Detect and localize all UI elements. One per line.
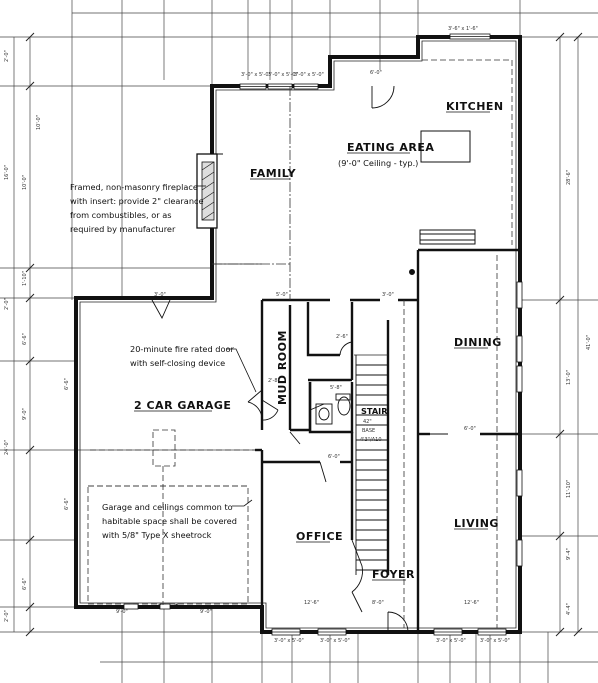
fireplace-note: Framed, non-masonry fireplace with inser… bbox=[70, 182, 206, 234]
note-fire-door-1: 20-minute fire rated door bbox=[130, 344, 234, 354]
dim-garage-inner-2: 6'-6" bbox=[64, 498, 70, 510]
dim-bottom-seg-2: 8'-0" bbox=[372, 600, 384, 606]
note-garage-2: habitable space shall be covered bbox=[102, 516, 237, 526]
doors bbox=[151, 85, 448, 633]
fireplace bbox=[196, 153, 223, 229]
dim-left-total-2: 24'-0" bbox=[4, 440, 10, 455]
dim-bottom-window-4: 3'-0" x 5'-0" bbox=[480, 638, 510, 644]
dim-garage-bottom-2: 9'-0" bbox=[200, 609, 212, 615]
note-fireplace-2: with insert: provide 2" clearance bbox=[70, 196, 204, 206]
right-dimensions: 28'-6" 13'-0" 11'-10" 9'-4" 4'-4" 41'-0" bbox=[566, 170, 592, 615]
dim-right-total: 41'-0" bbox=[586, 335, 592, 350]
interior-walls bbox=[212, 248, 520, 632]
dim-mud-door: 2'-8" bbox=[268, 378, 280, 384]
room-labels: KITCHEN EATING AREA (9'-0" Ceiling - typ… bbox=[134, 100, 504, 581]
kitchen-range bbox=[419, 229, 476, 245]
dim-closet: 2'-6" bbox=[336, 334, 348, 340]
room-foyer: FOYER bbox=[372, 568, 415, 581]
note-fireplace-4: required by manufacturer bbox=[70, 224, 176, 234]
kitchen-fixtures bbox=[409, 130, 476, 275]
dim-left-3: 1'-10" bbox=[22, 271, 28, 286]
kitchen-island bbox=[420, 130, 471, 163]
note-fireplace-1: Framed, non-masonry fireplace bbox=[70, 182, 198, 192]
dim-pantry: 5'-8" bbox=[330, 385, 342, 391]
dim-garage-bottom-1: 9'-0" bbox=[116, 609, 128, 615]
stair-treads bbox=[355, 355, 388, 575]
garage-ceiling-note: Garage and ceilings common to habitable … bbox=[102, 499, 253, 540]
dim-left-total-1: 16'-0" bbox=[4, 165, 10, 180]
dashed-lines bbox=[87, 59, 513, 628]
left-dimensions: 2'-0" 10'-0" 1'-10" 2'-0" 6'-6" 9'-0" 6'… bbox=[4, 50, 70, 622]
right-windows bbox=[516, 281, 523, 567]
interior-dimensions: 3'-0" 5'-0" 3'-0" 2'-8" 2'-6" 5'-8" 6'-0… bbox=[116, 292, 479, 615]
note-garage-3: with 5/8" Type X sheetrock bbox=[102, 530, 212, 540]
stair-label-2: 42" bbox=[363, 419, 372, 425]
dim-foyer-door: 3'-0" bbox=[382, 292, 394, 298]
dim-top-window-1: 3'-0" x 5'-0" bbox=[241, 72, 271, 78]
room-kitchen: KITCHEN bbox=[446, 100, 504, 113]
bottom-window-labels: 3'-0" x 5'-0" 3'-0" x 5'-0" 3'-0" x 5'-0… bbox=[274, 638, 510, 644]
dim-right-4: 9'-4" bbox=[566, 548, 572, 560]
note-fire-door-2: with self-closing device bbox=[130, 358, 225, 368]
room-mud-room: MUD ROOM bbox=[276, 330, 289, 405]
dim-office-opening: 6'-0" bbox=[328, 454, 340, 460]
top-window-labels: 3'-0" x 5'-0" 3'-0" x 5'-0" 3'-0" x 5'-0… bbox=[241, 26, 478, 78]
dim-top-right: 3'-6" x 1'-6" bbox=[448, 26, 478, 32]
dim-bottom-window-3: 3'-0" x 5'-0" bbox=[436, 638, 466, 644]
dim-top-door: 6'-0" bbox=[370, 70, 382, 76]
note-fireplace-3: from combustibles, or as bbox=[70, 210, 172, 220]
dim-right-5: 4'-4" bbox=[566, 603, 572, 615]
dim-right-1: 28'-6" bbox=[566, 170, 572, 185]
dim-family-inner: 10'-0" bbox=[36, 115, 42, 130]
note-garage-1: Garage and ceilings common to bbox=[102, 502, 233, 512]
stair-label-3: BASE bbox=[362, 428, 375, 434]
dim-garage-top: 3'-0" bbox=[154, 292, 166, 298]
dim-bottom-window-2: 3'-0" x 5'-0" bbox=[320, 638, 350, 644]
dim-family-door: 5'-0" bbox=[276, 292, 288, 298]
dim-bottom-seg-3: 12'-6" bbox=[464, 600, 479, 606]
dim-bottom-seg-1: 12'-6" bbox=[304, 600, 319, 606]
room-eating-ceiling: (9'-0" Ceiling - typ.) bbox=[338, 158, 418, 168]
dim-right-3: 11'-10" bbox=[566, 480, 572, 498]
stair-label-4: 4'3"/A10 bbox=[360, 437, 382, 443]
dim-left-6: 9'-0" bbox=[22, 408, 28, 420]
room-eating-area: EATING AREA bbox=[347, 141, 434, 154]
room-dining: DINING bbox=[454, 336, 502, 349]
dim-right-2: 13'-0" bbox=[566, 370, 572, 385]
dim-left-2: 10'-0" bbox=[22, 175, 28, 190]
room-family: FAMILY bbox=[250, 167, 297, 180]
dim-left-4: 2'-0" bbox=[4, 298, 10, 310]
dim-left-5: 6'-6" bbox=[22, 333, 28, 345]
fire-door-note: 20-minute fire rated door with self-clos… bbox=[130, 344, 257, 393]
room-office: OFFICE bbox=[296, 530, 343, 543]
dim-garage-inner-1: 6'-6" bbox=[64, 378, 70, 390]
dim-left-7: 6'-6" bbox=[22, 578, 28, 590]
dim-top-window-3: 3'-0" x 5'-0" bbox=[294, 72, 324, 78]
powder-room-fixtures bbox=[315, 393, 351, 425]
top-windows bbox=[239, 33, 491, 90]
dim-top-window-2: 3'-0" x 5'-0" bbox=[268, 72, 298, 78]
dim-dining-opening: 6'-0" bbox=[464, 426, 476, 432]
dim-left-8: 2'-0" bbox=[4, 610, 10, 622]
room-garage: 2 CAR GARAGE bbox=[134, 399, 231, 412]
dim-bottom-window-1: 3'-0" x 5'-0" bbox=[274, 638, 304, 644]
stair-label-1: STAIR bbox=[361, 406, 388, 416]
exterior-walls bbox=[74, 35, 522, 634]
bottom-windows bbox=[123, 603, 507, 636]
room-living: LIVING bbox=[454, 517, 499, 530]
dim-left-1: 2'-0" bbox=[4, 50, 10, 62]
